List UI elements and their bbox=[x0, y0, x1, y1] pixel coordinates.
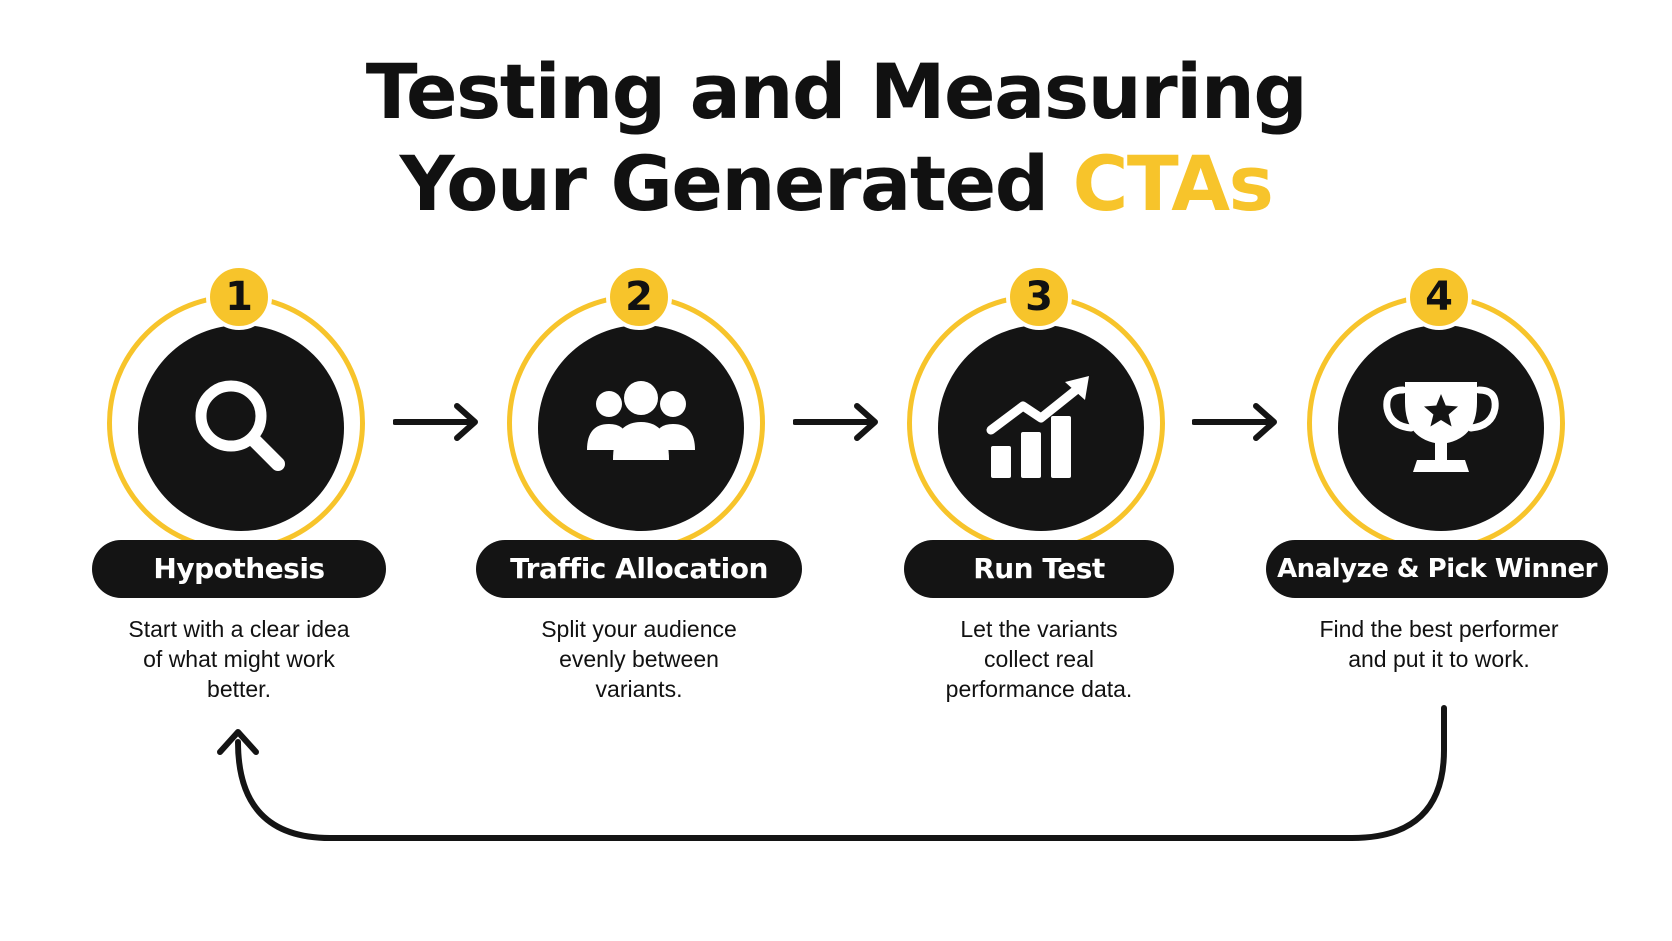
description-line: performance data. bbox=[945, 676, 1133, 702]
step-number-badge: 4 bbox=[1406, 264, 1472, 330]
step-hypothesis: 1 Hypothesis Start with a clear idea of … bbox=[72, 262, 412, 722]
description-line: evenly between bbox=[559, 646, 719, 672]
step-label: Hypothesis bbox=[92, 540, 386, 598]
step-run-test: 3 Run Test Let the variants collect real… bbox=[872, 262, 1212, 722]
trophy-icon bbox=[1383, 382, 1499, 472]
step-description: Start with a clear idea of what might wo… bbox=[72, 614, 406, 704]
description-line: variants. bbox=[595, 676, 683, 702]
description-line: better. bbox=[207, 676, 271, 702]
step-traffic-allocation: 2 Traffic Allocation Split your audience… bbox=[472, 262, 812, 722]
title-main-text: Your Generated bbox=[399, 139, 1049, 228]
flow-arrow-3-to-4 bbox=[1192, 403, 1277, 441]
flow-arrow-1-to-2 bbox=[393, 403, 478, 441]
step-description: Find the best performer and put it to wo… bbox=[1272, 614, 1606, 674]
step-number-badge: 1 bbox=[206, 264, 272, 330]
step-icon-disc bbox=[538, 325, 744, 531]
page-title-line-1: Testing and Measuring bbox=[365, 47, 1308, 136]
description-line: Let the variants bbox=[960, 616, 1118, 642]
step-label: Traffic Allocation bbox=[476, 540, 802, 598]
step-description: Let the variants collect real performanc… bbox=[872, 614, 1206, 704]
people-group-icon bbox=[587, 381, 695, 460]
step-description: Split your audience evenly between varia… bbox=[472, 614, 806, 704]
description-line: collect real bbox=[984, 646, 1094, 672]
magnifier-icon bbox=[195, 380, 285, 471]
title-accent-text: CTAs bbox=[1072, 139, 1274, 228]
description-line: Find the best performer bbox=[1319, 616, 1559, 642]
flow-arrow-2-to-3 bbox=[793, 403, 878, 441]
growth-chart-icon bbox=[986, 376, 1089, 478]
description-line: Split your audience bbox=[541, 616, 737, 642]
description-line: of what might work bbox=[143, 646, 335, 672]
step-number-badge: 3 bbox=[1006, 264, 1072, 330]
step-icon-disc bbox=[1338, 325, 1544, 531]
page-title-line-2: Your Generated CTAs bbox=[0, 142, 1672, 226]
description-line: and put it to work. bbox=[1348, 646, 1530, 672]
step-number-badge: 2 bbox=[606, 264, 672, 330]
description-line: Start with a clear idea bbox=[128, 616, 350, 642]
step-label: Run Test bbox=[904, 540, 1174, 598]
step-icon-disc bbox=[938, 325, 1144, 531]
step-label: Analyze & Pick Winner bbox=[1266, 540, 1608, 598]
step-icon-disc bbox=[138, 325, 344, 531]
step-analyze-pick-winner: 4 Analyze & Pick Winner Find the best pe… bbox=[1266, 262, 1612, 722]
